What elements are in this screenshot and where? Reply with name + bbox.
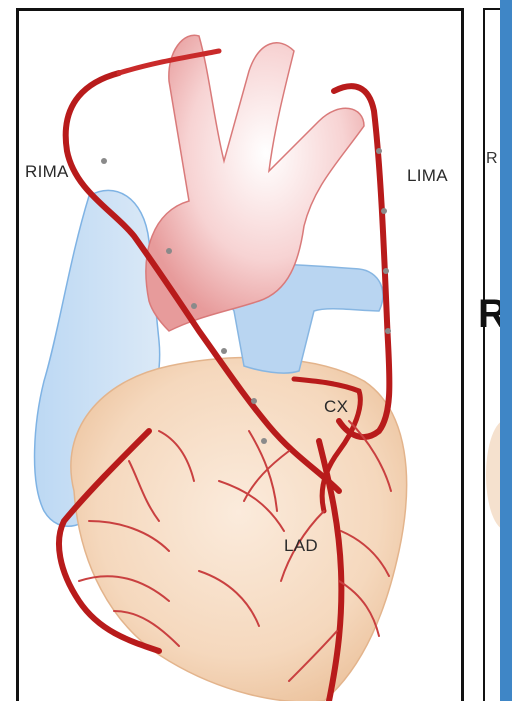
side-blue-bar: [500, 0, 512, 701]
cx-label: CX: [324, 397, 348, 417]
lima-label: LIMA: [407, 166, 448, 186]
rima-label: RIMA: [25, 162, 69, 182]
heart-diagram-panel: RIMA LIMA CX LAD: [16, 8, 464, 701]
adjacent-panel-edge: R R: [480, 0, 512, 701]
heart-body-shape: [71, 358, 407, 701]
side-label-small: R: [486, 150, 498, 168]
lad-label: LAD: [284, 536, 318, 556]
heart-illustration: [19, 11, 461, 701]
